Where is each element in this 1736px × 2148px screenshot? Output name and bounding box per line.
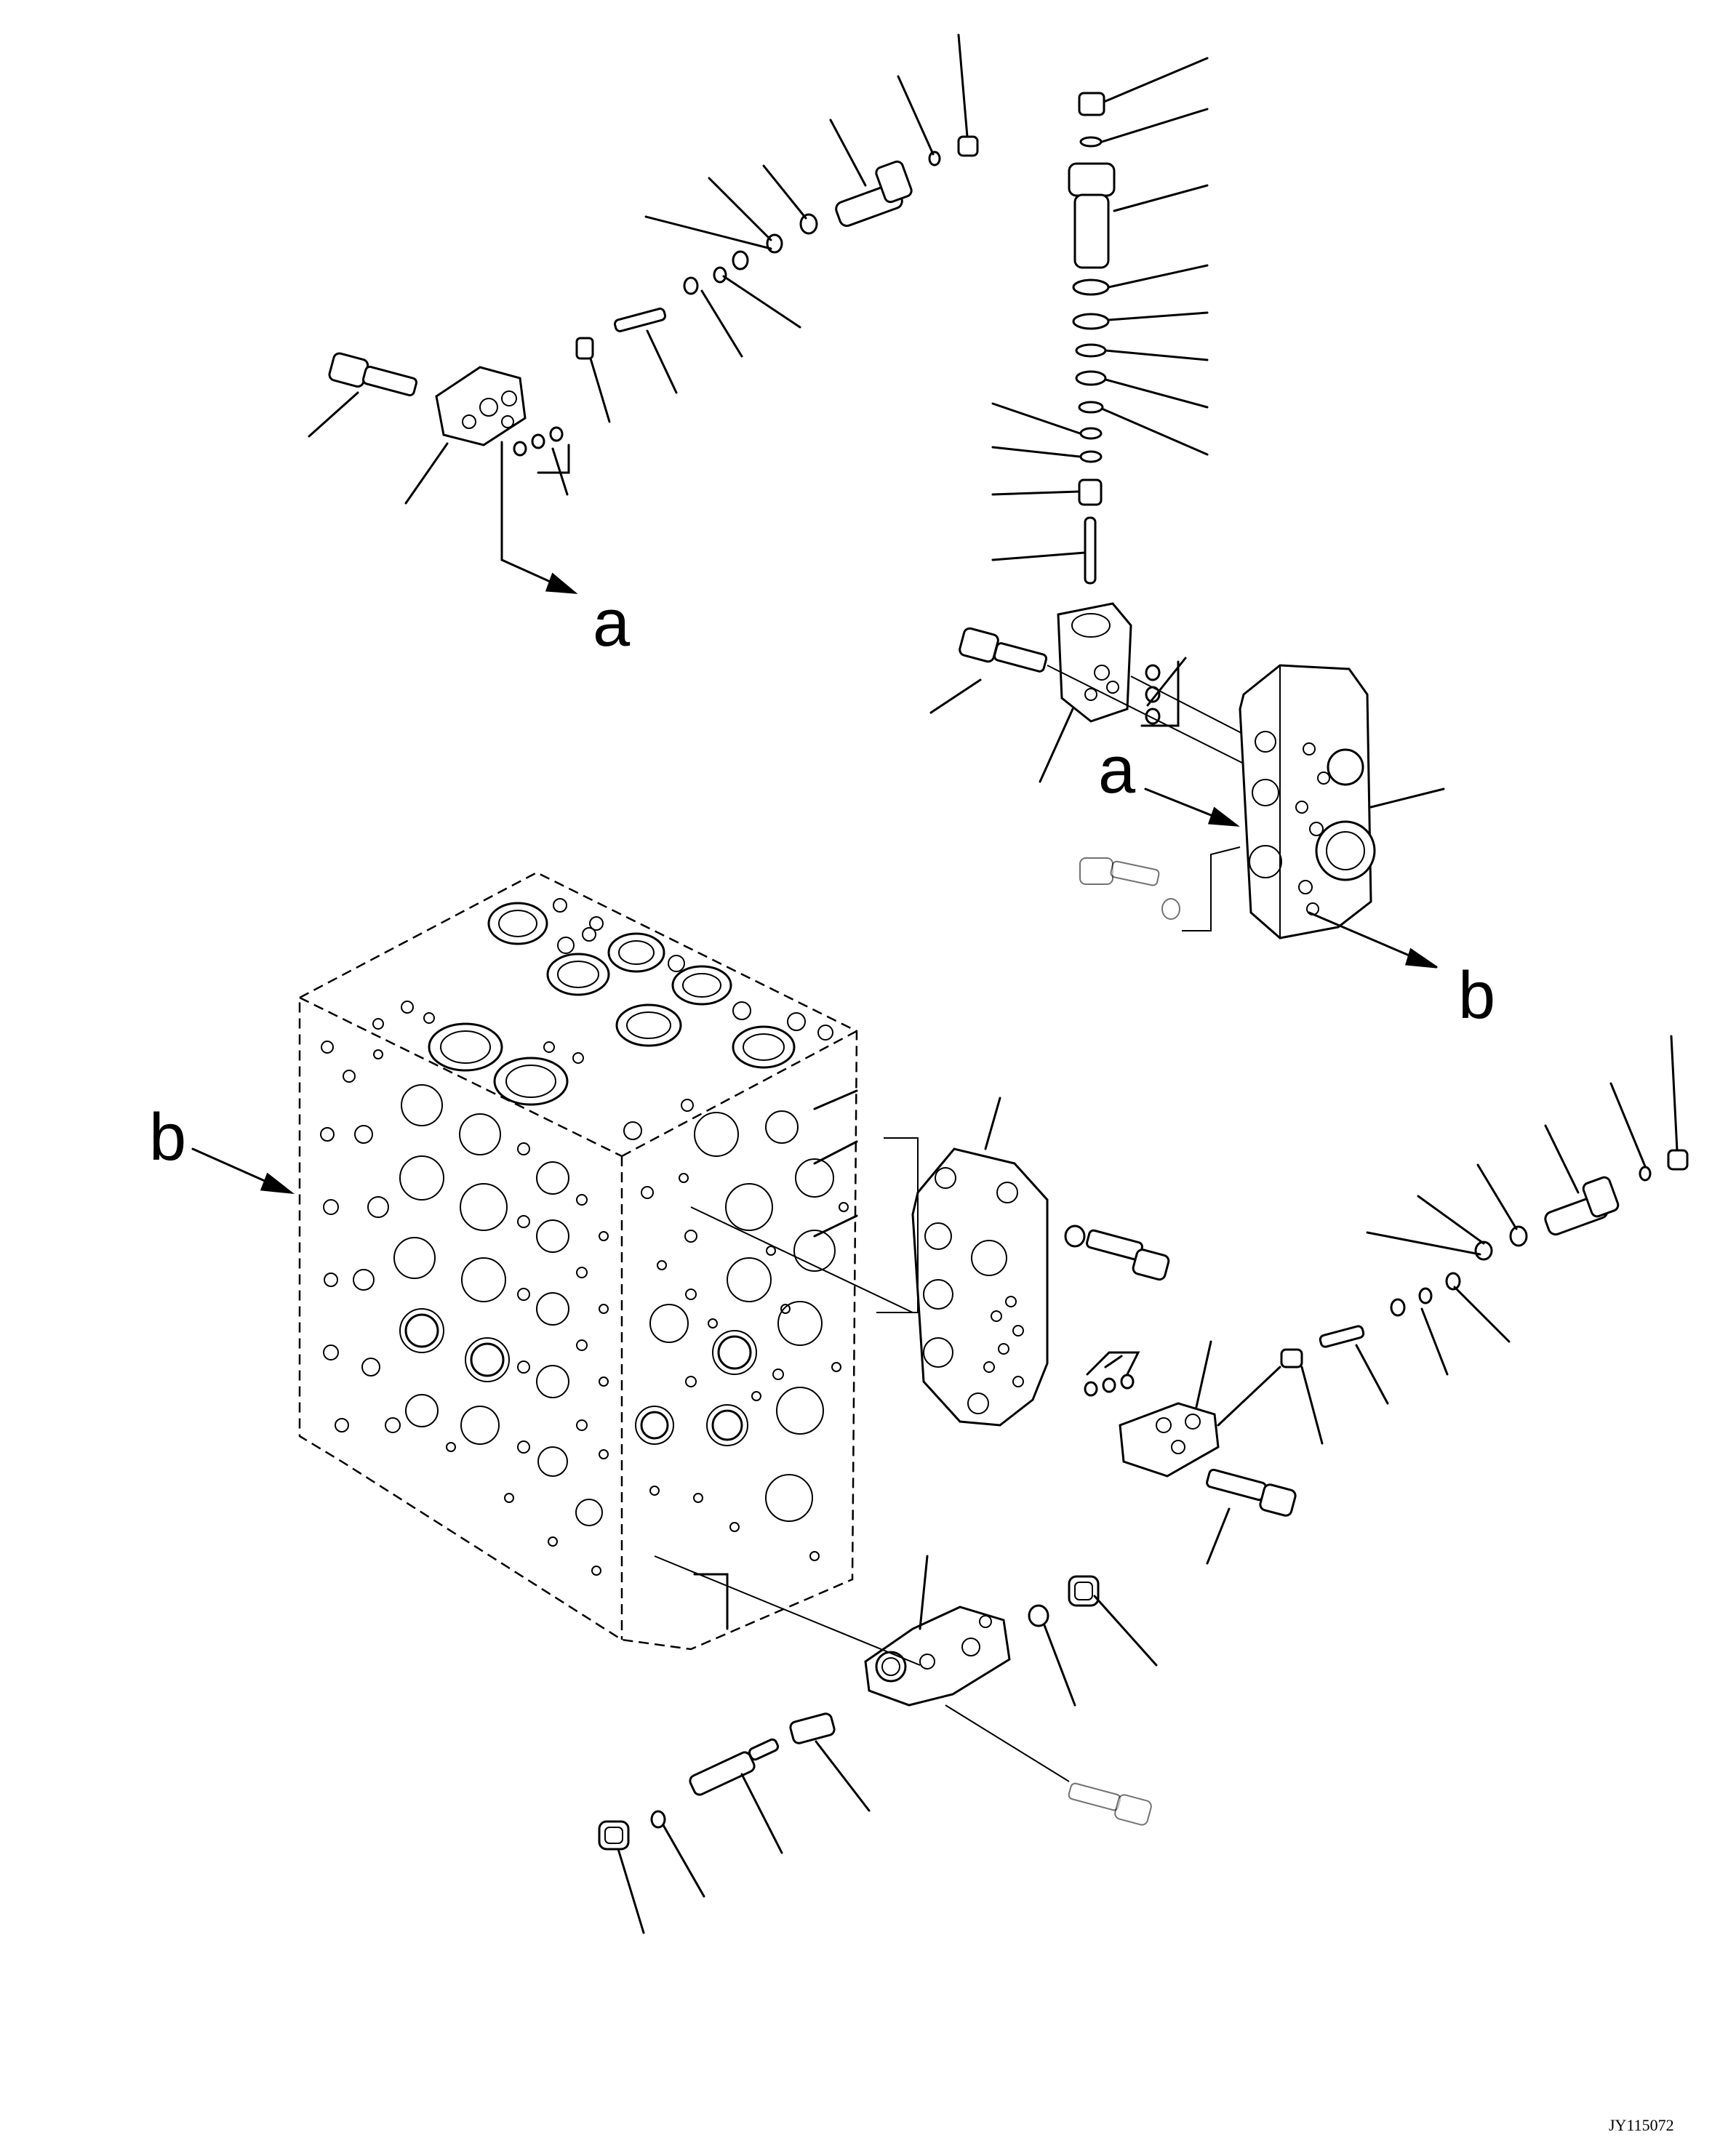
bolt-top-right xyxy=(959,627,1048,673)
oring-tr-7 xyxy=(1079,427,1103,440)
top-port-5 xyxy=(615,1003,682,1047)
oring-tr-6 xyxy=(1078,401,1104,414)
oring-7 xyxy=(799,213,818,235)
spool-bottom xyxy=(689,1738,780,1796)
oring-tr-1 xyxy=(1079,136,1103,148)
oring-1 xyxy=(513,441,527,457)
valve-body-top-right xyxy=(1057,602,1132,723)
pin-tr xyxy=(1084,516,1097,585)
plug-bottom xyxy=(1068,1575,1100,1607)
section-block xyxy=(911,1097,1049,1427)
top-right-valve-assembly xyxy=(929,57,1266,783)
end-cap-block xyxy=(1239,664,1445,939)
drawing-code: JY115072 xyxy=(1609,2116,1674,2134)
oring-4 xyxy=(683,276,699,295)
cap-top-left xyxy=(957,135,979,157)
plug-top-left xyxy=(835,160,913,228)
oring-tr-5 xyxy=(1075,370,1107,386)
oring-tr-9 xyxy=(1145,664,1161,681)
oring-bottom xyxy=(1028,1604,1049,1627)
top-left-valve-assembly: a xyxy=(308,33,979,660)
right-face-ports xyxy=(635,1110,849,1561)
spring-tr xyxy=(1078,478,1103,506)
oring-tr-8 xyxy=(1079,450,1103,463)
callout-a-mid: a xyxy=(1098,733,1136,807)
plug-right-middle xyxy=(1544,1176,1620,1236)
cap-right-middle xyxy=(1667,1149,1689,1171)
callout-a-top: a xyxy=(593,586,631,660)
top-port-3 xyxy=(546,953,610,996)
oring-bottom-2 xyxy=(650,1810,666,1829)
cartridge-valve xyxy=(1068,162,1116,269)
main-valve-housing xyxy=(298,871,858,1651)
oring-tr-2 xyxy=(1072,278,1110,296)
oring-6 xyxy=(732,250,749,270)
oring-5 xyxy=(713,266,727,284)
bolt-right-middle xyxy=(1206,1468,1297,1517)
top-port-4 xyxy=(671,965,732,1006)
oring-tr-3 xyxy=(1072,313,1110,330)
ghost-bolt-bottom xyxy=(1068,1782,1152,1826)
right-middle-valve-assembly xyxy=(1084,1035,1689,1565)
bolt-section xyxy=(1086,1229,1170,1281)
oring-tr-4 xyxy=(1075,343,1107,358)
top-port-8 xyxy=(732,1025,796,1069)
valve-body-bottom xyxy=(864,1606,1011,1707)
oring-3 xyxy=(549,426,564,442)
spring-small xyxy=(575,337,594,360)
spring-bottom xyxy=(789,1712,836,1744)
cap-top-right xyxy=(1078,92,1105,116)
callout-b-mid: b xyxy=(1458,958,1495,1033)
oring-section xyxy=(1064,1225,1086,1248)
valve-body-top-left xyxy=(435,366,527,446)
poppet xyxy=(613,308,667,332)
bottom-valve-assembly xyxy=(598,1555,1158,1934)
valve-body-right-middle xyxy=(1119,1402,1220,1478)
oring-8 xyxy=(928,151,941,167)
bolt-top-left xyxy=(328,352,418,397)
callout-b-left: b xyxy=(149,1100,186,1174)
oring-2 xyxy=(531,433,545,449)
top-port-2 xyxy=(607,932,665,973)
top-port-1 xyxy=(487,902,548,945)
cap-bottom xyxy=(598,1820,630,1851)
ghost-bolt-cap xyxy=(1079,857,1180,920)
left-face-ports xyxy=(320,1041,609,1576)
